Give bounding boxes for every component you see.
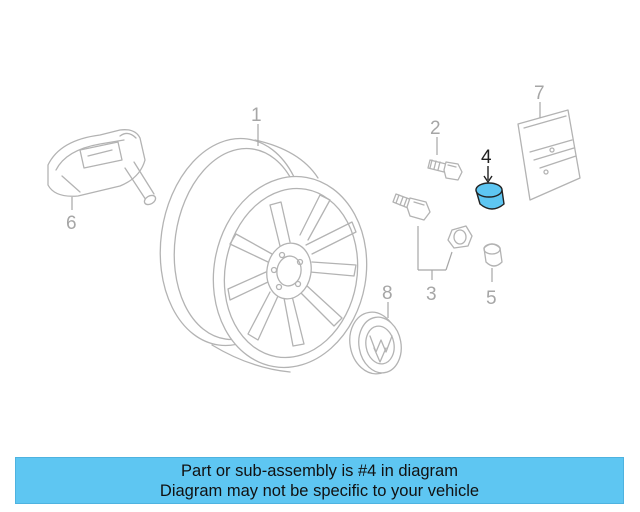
placard-part-7 <box>517 109 581 201</box>
tpms-sensor-part-6 <box>47 129 157 206</box>
banner-line-2: Diagram may not be specific to your vehi… <box>159 482 480 500</box>
callout-6: 6 <box>66 213 77 234</box>
cap-part-4-highlighted <box>475 182 505 210</box>
cap-part-5 <box>483 243 503 267</box>
callout-8: 8 <box>382 283 393 304</box>
lock-nut-part-3 <box>447 225 473 249</box>
callout-4: 4 <box>481 147 492 168</box>
wheel-part-1 <box>159 137 368 373</box>
parts-diagram: 1 6 2 3 5 <box>47 83 581 375</box>
info-banner: Part or sub-assembly is #4 in diagram Di… <box>15 457 624 504</box>
callout-1: 1 <box>251 105 262 126</box>
callout-5: 5 <box>486 288 497 309</box>
valve-part-2 <box>427 159 463 181</box>
callout-3: 3 <box>426 284 437 305</box>
banner-line-1: Part or sub-assembly is #4 in diagram <box>181 462 458 480</box>
wheel-bolt-part-3 <box>392 193 431 221</box>
callout-2: 2 <box>430 118 441 139</box>
callout-7: 7 <box>534 83 545 104</box>
center-cap-part-8 <box>349 311 402 375</box>
